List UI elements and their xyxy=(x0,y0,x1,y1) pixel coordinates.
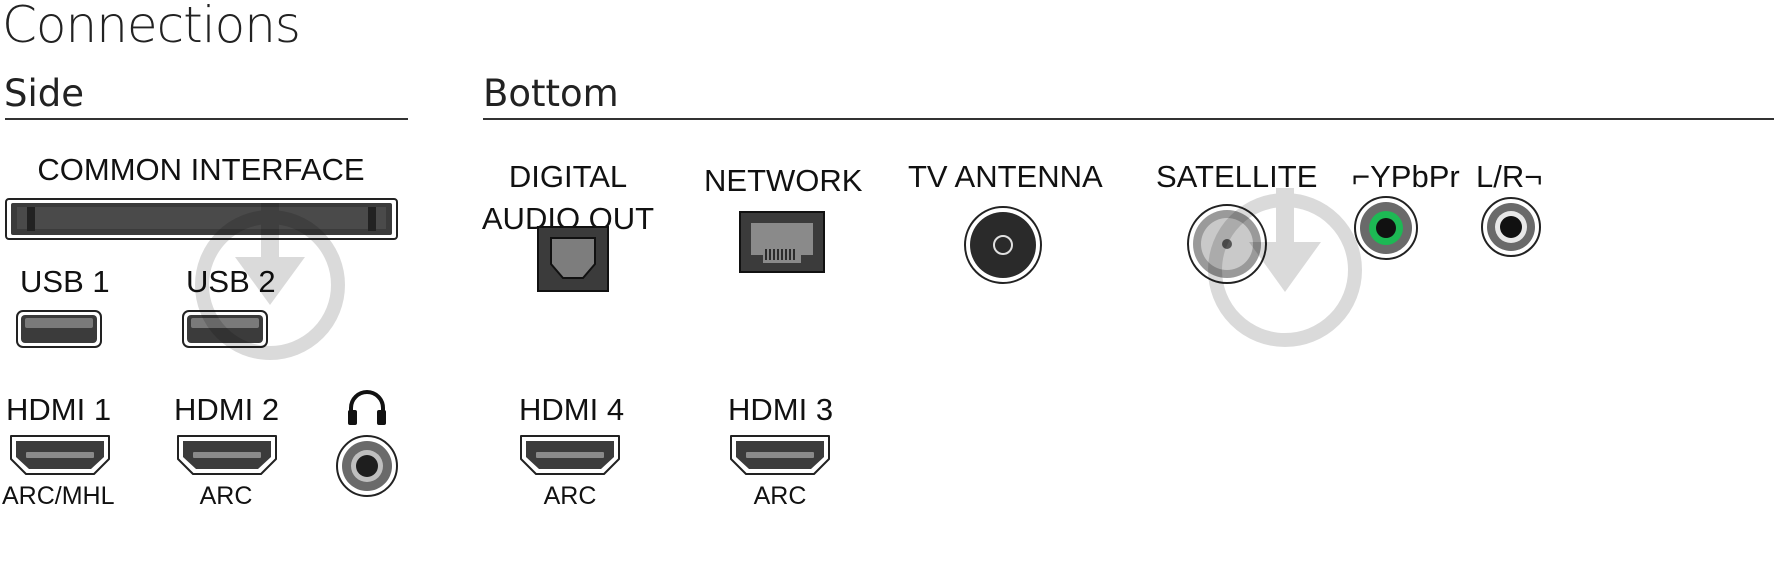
tv-antenna-label: TV ANTENNA xyxy=(908,159,1103,194)
ypbpr-port xyxy=(1353,195,1419,261)
satellite-label: SATELLITE xyxy=(1156,159,1318,194)
usb1-label: USB 1 xyxy=(20,264,110,299)
bottom-divider xyxy=(483,118,1774,120)
side-divider xyxy=(5,118,408,120)
hdmi2-port xyxy=(175,433,279,477)
section-side-title: Side xyxy=(4,72,85,115)
common-interface-label: COMMON INTERFACE xyxy=(37,152,365,187)
usb2-port xyxy=(182,310,268,348)
tv-antenna-port xyxy=(963,205,1043,285)
satellite-port xyxy=(1186,203,1268,285)
hdmi1-label: HDMI 1 xyxy=(6,392,112,427)
usb2-label: USB 2 xyxy=(186,264,276,299)
hdmi1-port xyxy=(8,433,112,477)
headphone-jack xyxy=(335,434,399,498)
network-label: NETWORK xyxy=(704,163,863,198)
hdmi2-label: HDMI 2 xyxy=(174,392,280,427)
ypbpr-label: ⌐YPbPr xyxy=(1352,159,1460,194)
network-port xyxy=(739,211,825,273)
digital-audio-out-label-line1: DIGITAL xyxy=(508,159,628,194)
hdmi4-port xyxy=(518,433,622,477)
common-interface-slot xyxy=(5,198,398,240)
hdmi3-label: HDMI 3 xyxy=(728,392,834,427)
hdmi4-sub-label: ARC xyxy=(543,482,597,510)
lr-label: L/R¬ xyxy=(1476,159,1543,194)
hdmi3-port xyxy=(728,433,832,477)
hdmi3-sub-label: ARC xyxy=(753,482,807,510)
headphone-icon xyxy=(346,388,388,426)
hdmi4-label: HDMI 4 xyxy=(519,392,625,427)
section-bottom-title: Bottom xyxy=(483,72,619,115)
usb1-port xyxy=(16,310,102,348)
hdmi2-sub-label: ARC xyxy=(199,482,253,510)
digital-audio-out-port xyxy=(537,226,609,292)
hdmi1-sub-label: ARC/MHL xyxy=(2,482,115,510)
page-title: Connections xyxy=(2,0,301,54)
lr-audio-port xyxy=(1480,196,1542,258)
